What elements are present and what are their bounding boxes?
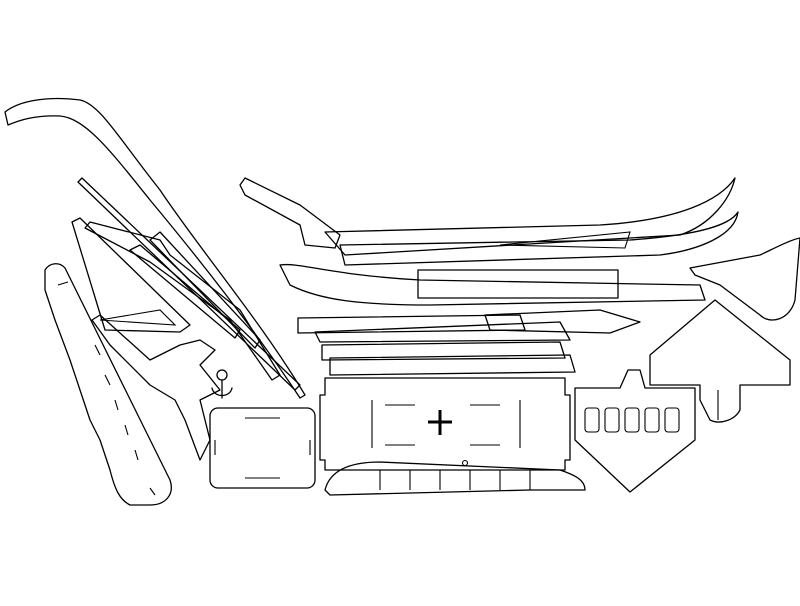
main-deck-plate xyxy=(319,377,571,471)
cross-piece xyxy=(91,314,221,461)
triangle-frame xyxy=(71,217,191,333)
rounded-tile xyxy=(209,407,316,489)
small-rod xyxy=(239,177,341,249)
window-shield-plate xyxy=(574,369,696,493)
left-comb-piece xyxy=(44,263,172,506)
slotted-strips xyxy=(297,309,641,376)
deck-slots xyxy=(371,400,521,448)
triangle-inner xyxy=(99,309,177,326)
diagonal-bar-2 xyxy=(84,221,281,381)
hull-plate xyxy=(417,269,619,299)
hull-rail-2 xyxy=(339,211,739,266)
diagonal-bar-4 xyxy=(129,244,241,339)
tail-fin-piece xyxy=(689,237,800,321)
keel-hole xyxy=(461,459,469,467)
anchor-icon xyxy=(211,369,233,399)
hull-rail-3 xyxy=(279,263,706,306)
window-slots xyxy=(584,407,680,433)
pentagon-piece xyxy=(649,299,791,423)
long-curved-rail xyxy=(4,97,306,399)
keel-comb xyxy=(324,461,586,496)
comb-slots xyxy=(57,281,156,496)
plus-cross-icon xyxy=(428,410,452,435)
keel-teeth xyxy=(379,470,531,490)
diagonal-bar-1 xyxy=(77,177,301,391)
diagonal-bar-3 xyxy=(149,231,261,349)
hull-rail-inner xyxy=(499,231,631,249)
hull-rail-1 xyxy=(324,177,736,256)
tile-slots xyxy=(214,417,311,479)
